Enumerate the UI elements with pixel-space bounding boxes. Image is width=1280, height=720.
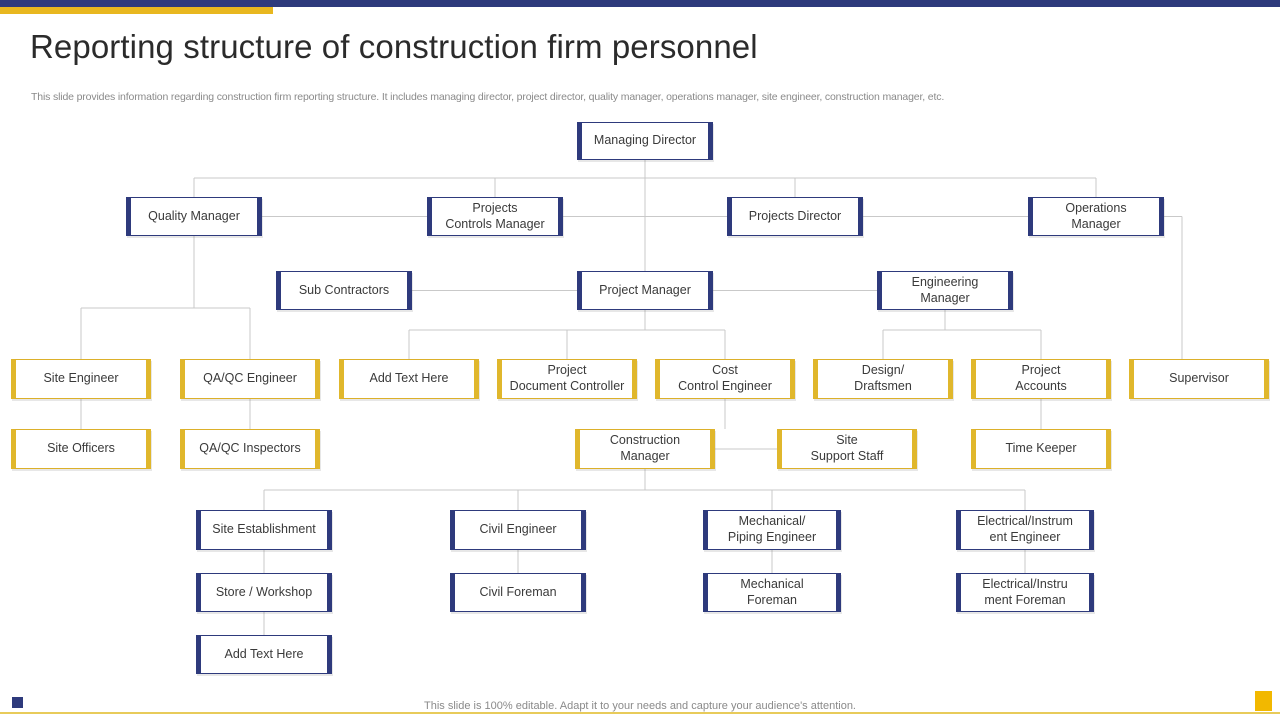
org-node-label: Project Manager <box>599 282 691 297</box>
footer-square-blue <box>12 697 23 708</box>
footer-note: This slide is 100% editable. Adapt it to… <box>424 700 856 712</box>
org-node-site-officers[interactable]: Site Officers <box>11 429 151 469</box>
org-node-design-draftsmen[interactable]: Design/Draftsmen <box>813 359 953 399</box>
org-node-label: Site Officers <box>47 441 115 456</box>
org-node-mechanical-piping-engineer[interactable]: Mechanical/Piping Engineer <box>703 510 841 550</box>
org-node-label: Add Text Here <box>224 646 304 661</box>
org-node-label: Time Keeper <box>1005 441 1077 456</box>
org-node-label: Add Text Here <box>369 371 449 386</box>
org-node-label: QA/QC Inspectors <box>199 441 301 456</box>
page-title: Reporting structure of construction firm… <box>30 28 758 65</box>
org-node-label: Design/Draftsmen <box>854 363 912 393</box>
org-node-site-engineer[interactable]: Site Engineer <box>11 359 151 399</box>
org-node-label: Projects Director <box>748 208 842 223</box>
org-node-supervisor[interactable]: Supervisor <box>1129 359 1269 399</box>
org-node-label: Supervisor <box>1169 371 1229 386</box>
footer-square-gold <box>1255 691 1272 711</box>
org-node-label: Mechanical/Piping Engineer <box>727 514 817 544</box>
org-node-civil-engineer[interactable]: Civil Engineer <box>450 510 586 550</box>
org-node-sub-contractors[interactable]: Sub Contractors <box>276 271 412 310</box>
org-node-label: Civil Foreman <box>479 584 557 599</box>
org-node-civil-foreman[interactable]: Civil Foreman <box>450 573 586 612</box>
org-node-label: Quality Manager <box>148 208 240 223</box>
org-node-label: Civil Engineer <box>479 522 557 537</box>
org-node-label: Managing Director <box>593 133 697 148</box>
page-subtitle: This slide provides information regardin… <box>31 91 945 103</box>
org-node-label: Site Establishment <box>212 522 316 537</box>
org-node-label: QA/QC Engineer <box>203 371 297 386</box>
org-node-managing-director[interactable]: Managing Director <box>577 122 713 160</box>
org-node-store-workshop[interactable]: Store / Workshop <box>196 573 332 612</box>
org-node-qaqc-engineer[interactable]: QA/QC Engineer <box>180 359 320 399</box>
org-node-label: Store / Workshop <box>215 584 313 599</box>
org-node-add-text-here-2[interactable]: Add Text Here <box>196 635 332 674</box>
org-node-site-establishment[interactable]: Site Establishment <box>196 510 332 550</box>
footer-rule <box>0 712 1280 714</box>
top-accent-bar-blue <box>0 0 1280 7</box>
org-node-project-manager[interactable]: Project Manager <box>577 271 713 310</box>
org-node-label: Sub Contractors <box>298 282 390 297</box>
org-node-label: Site Engineer <box>43 371 119 386</box>
org-node-quality-manager[interactable]: Quality Manager <box>126 197 262 236</box>
org-node-projects-director[interactable]: Projects Director <box>727 197 863 236</box>
org-node-qaqc-inspectors[interactable]: QA/QC Inspectors <box>180 429 320 469</box>
org-node-add-text-here-1[interactable]: Add Text Here <box>339 359 479 399</box>
top-accent-bar-gold <box>0 7 273 14</box>
org-node-time-keeper[interactable]: Time Keeper <box>971 429 1111 469</box>
